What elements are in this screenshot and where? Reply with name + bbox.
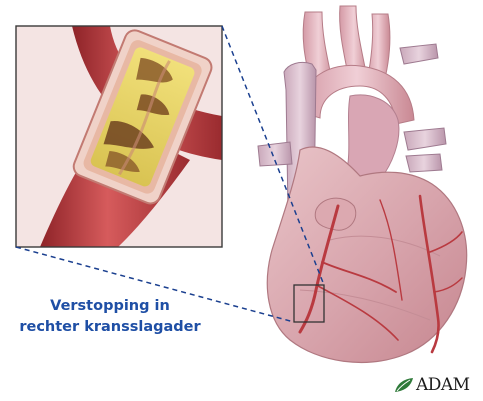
artery-inset	[16, 26, 222, 247]
blockage-caption: Verstopping in rechter kransslagader	[8, 296, 212, 338]
adam-leaf-icon	[393, 376, 415, 394]
caption-line-2: rechter kransslagader	[8, 317, 212, 338]
adam-logo: ADAM	[393, 374, 481, 396]
heart-illustration	[258, 6, 467, 362]
caption-line-1: Verstopping in	[8, 296, 212, 317]
logo-text: ADAM	[416, 375, 470, 395]
